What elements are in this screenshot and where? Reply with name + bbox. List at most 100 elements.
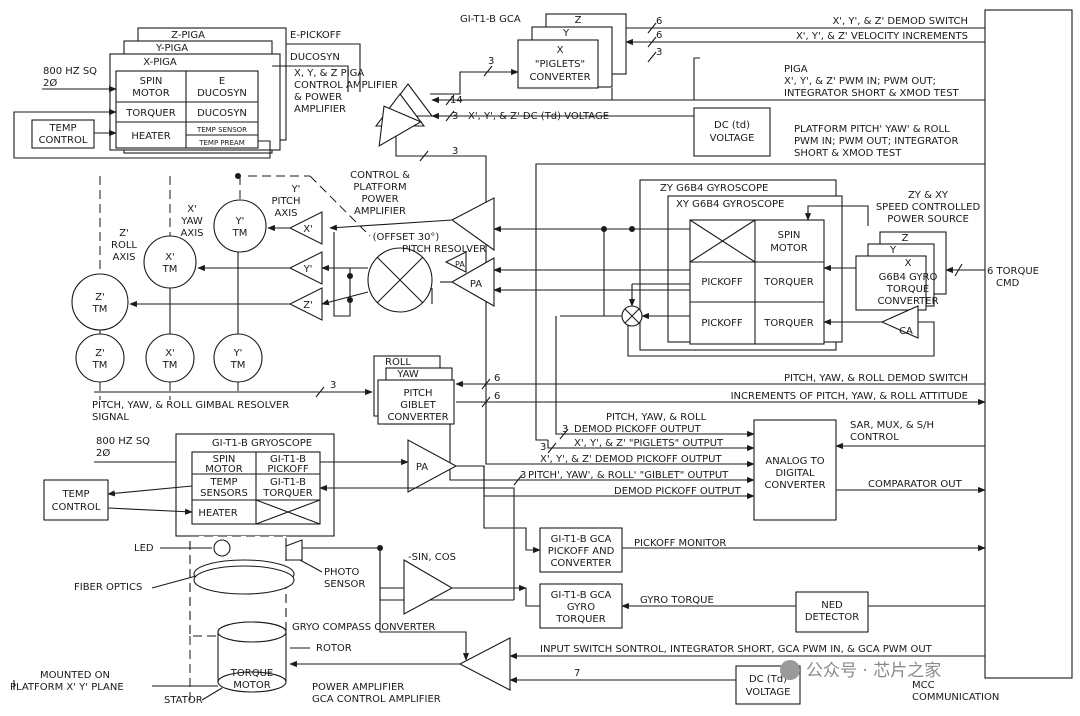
pitch-axis-label2: PITCH <box>271 196 300 207</box>
sig-piga-label2: X', Y', & Z' PWM IN; PWM OUT; <box>784 76 936 87</box>
temp-control-a <box>31 119 95 149</box>
pitch-axis-label1: Y' <box>291 184 301 195</box>
gyro-grid <box>689 219 825 345</box>
piga-ducosyn-label: DUCOSYN <box>197 108 247 119</box>
piglets-converter: Z Y X "PIGLETS" CONVERTER <box>517 13 627 89</box>
dc-td-label2: VOLTAGE <box>710 133 755 144</box>
yaw-axis-label2: YAW <box>180 216 203 227</box>
tm-z-bottom-label: Z' <box>95 348 105 359</box>
temp-control-a-label2: CONTROL <box>39 135 88 146</box>
torque-motor-label2: MOTOR <box>233 680 270 691</box>
x-piga-label: X-PIGA <box>143 57 177 68</box>
dc-td-label1: DC (td) <box>714 120 750 131</box>
gi-temp-label2: SENSORS <box>200 488 248 499</box>
piglets-label1: "PIGLETS" <box>535 59 585 70</box>
gyro-spin-label: SPIN <box>778 230 801 241</box>
power-amp-label1: POWER AMPLIFIER <box>312 682 404 693</box>
sig-platform-label2: PWM IN; PWM OUT; INTEGRATOR <box>794 136 958 147</box>
mounted-label2: PLATFORM X' Y' PLANE <box>10 682 124 693</box>
temp-control-b-label2: CONTROL <box>52 502 101 513</box>
gyro-torque-label: GYRO TORQUE <box>640 595 714 606</box>
piga-torquer-label: TORQUER <box>125 108 175 119</box>
gi-torq-label2: TORQUER <box>262 488 312 499</box>
compass-amp <box>403 559 454 615</box>
gi-spin-label: SPIN <box>213 454 236 465</box>
sar-label1: SAR, MUX, & S/H <box>850 420 934 431</box>
mounted-label1: MOUNTED ON <box>40 670 110 681</box>
piga-motor-label: MOTOR <box>132 88 169 99</box>
velocity-increments-label: X', Y', & Z' VELOCITY INCREMENTS <box>796 31 968 42</box>
pickoff-label1: PICKOFF <box>701 277 743 288</box>
gca-pick-label1: GI-T1-B GCA <box>551 534 612 545</box>
sin-cos-label: -SIN, COS <box>408 552 456 563</box>
conv-y-label: Y <box>889 245 897 256</box>
piga-temp-sensor-label: TEMP SENSOR <box>196 126 247 134</box>
ned-detector <box>795 591 869 633</box>
yaw-axis-label1: X' <box>187 204 197 215</box>
gca-pick-label3: CONVERTER <box>550 558 611 569</box>
platform-amp-upper <box>450 197 495 252</box>
gca-gyro-torquer <box>539 583 623 629</box>
tm-x-top-tm: TM <box>162 264 178 275</box>
tm-y-bottom-label: Y' <box>233 348 243 359</box>
pitch-axis-label3: AXIS <box>275 208 298 219</box>
adc-label3: CONVERTER <box>764 480 825 491</box>
mcc-label1: MCC <box>912 680 935 691</box>
torque-motor <box>217 621 287 693</box>
gca-torq-label1: GI-T1-B GCA <box>551 590 612 601</box>
tm-y-top-tm: TM <box>232 228 248 239</box>
gi-motor-label: MOTOR <box>205 464 242 475</box>
pyr-pick-label2: DEMOD PICKOFF OUTPUT <box>574 424 702 435</box>
mcc-communication-bus <box>984 9 1073 679</box>
conv-label1: G6B4 GYRO <box>879 272 938 283</box>
giblet-giblet-label: GIBLET <box>400 400 436 411</box>
photo-sensor-icon <box>285 539 303 561</box>
gi-pick-label1: GI-T1-B <box>270 454 306 465</box>
pickoff-monitor-label: PICKOFF MONITOR <box>634 538 726 549</box>
hz800-label-b: 800 HZ SQ <box>96 436 150 447</box>
gyro-motor-label: MOTOR <box>770 243 807 254</box>
count-3a: 3 <box>488 56 494 67</box>
pa-label1: PA <box>470 279 482 290</box>
piga-heater-label: HEATER <box>131 131 170 142</box>
count-14: 14 <box>450 95 463 106</box>
piga-e-ducosyn-label: DUCOSYN <box>197 88 247 99</box>
conv-label3: CONVERTER <box>877 296 938 307</box>
giblet-pitch-label: PITCH <box>403 388 432 399</box>
count-3g: 3 <box>520 470 526 481</box>
count-3b: 3 <box>656 47 662 58</box>
amp-y-label: Y' <box>303 264 313 275</box>
tm-y-top <box>213 199 267 253</box>
photo-sensor-label1: PHOTO <box>324 567 360 578</box>
count-3-gimbal: 3 <box>330 380 336 391</box>
temp-control-b <box>43 479 109 521</box>
piglets-out-label: X', Y', & Z' "PIGLETS" OUTPUT <box>574 438 724 449</box>
gca-torq-label2: GYRO <box>567 602 595 613</box>
giblet-converter-label: CONVERTER <box>387 412 448 423</box>
piga-amp-label4: AMPLIFIER <box>294 104 346 115</box>
giblet-yaw-label: YAW <box>396 369 419 380</box>
led-label: LED <box>134 543 154 554</box>
roll-axis-label1: Z' <box>119 228 129 239</box>
sig-piga-label1: PIGA <box>784 64 808 75</box>
gi-torq-label1: GI-T1-B <box>270 477 306 488</box>
roll-axis-label2: ROLL <box>111 240 137 251</box>
power-amp-label2: GCA CONTROL AMPLIFIER <box>312 694 441 705</box>
gyro-torque-converter: Z Y X G6B4 GYRO TORQUE CONVERTER <box>855 231 947 311</box>
dc-td-b-label2: VOLTAGE <box>746 687 791 698</box>
phi2-label-a: 2Ø <box>43 77 57 89</box>
torquer-label1: TORQUER <box>763 277 813 288</box>
led-icon <box>213 539 231 557</box>
demod-switch-label: X', Y', & Z' DEMOD SWITCH <box>832 16 968 27</box>
temp-control-b-label: TEMP <box>61 489 89 500</box>
giblet-out-label: PITCH', YAW', & ROLL' "GIBLET" OUTPUT <box>528 470 729 481</box>
watermark-text: 公众号 · 芯片之家 <box>806 661 941 681</box>
sig-platform-label3: SHORT & XMOD TEST <box>794 148 902 159</box>
dc-td-b-label1: DC (Td) <box>749 674 787 685</box>
stator-label: STATOR <box>164 695 203 706</box>
torquer-label2: TORQUER <box>763 318 813 329</box>
pa-amplifier-3 <box>407 439 458 493</box>
phi2-label-b: 2Ø <box>96 447 110 459</box>
control-amp-label1: CONTROL & <box>350 170 410 181</box>
count-3e: 3 <box>562 424 568 435</box>
